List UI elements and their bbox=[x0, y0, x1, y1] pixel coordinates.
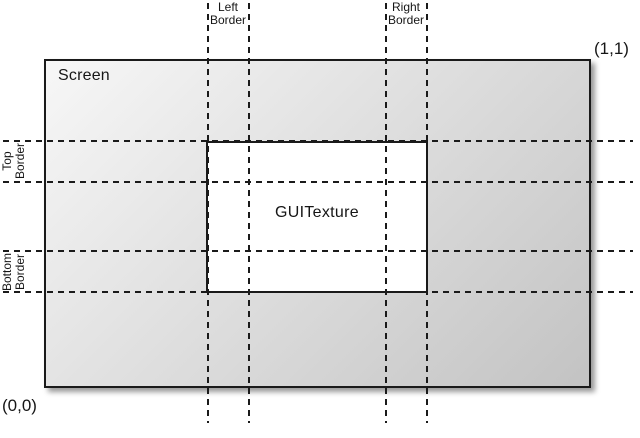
right-border-label: Right Border bbox=[387, 0, 425, 27]
top-border-label: Top Border bbox=[0, 142, 27, 180]
left-border-line-outer bbox=[248, 3, 250, 423]
right-border-line-inner bbox=[426, 3, 428, 423]
right-border-line-outer bbox=[385, 3, 387, 423]
guitexture-rect: GUITexture bbox=[206, 141, 428, 293]
bottom-border-label: Bottom Border bbox=[0, 253, 27, 292]
top-border-line-outer bbox=[3, 181, 633, 183]
guitexture-label: GUITexture bbox=[275, 204, 359, 221]
coord-origin-label: (0,0) bbox=[2, 396, 37, 415]
coord-max-label: (1,1) bbox=[594, 39, 629, 58]
left-border-line-inner bbox=[207, 3, 209, 423]
screen-label: Screen bbox=[58, 67, 110, 84]
bottom-border-line-inner bbox=[3, 291, 633, 293]
top-border-line-inner bbox=[3, 140, 633, 142]
left-border-label: Left Border bbox=[209, 0, 247, 27]
bottom-border-line-outer bbox=[3, 250, 633, 252]
